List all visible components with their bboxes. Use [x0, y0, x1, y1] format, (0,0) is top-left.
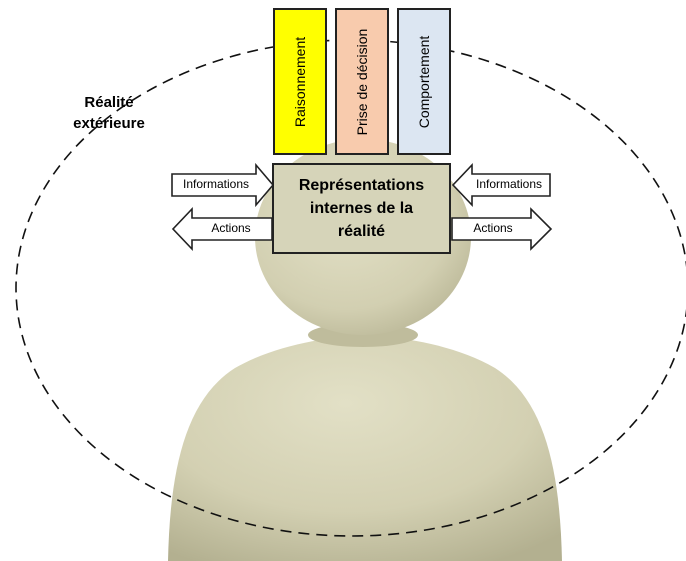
- person-body: [168, 336, 562, 561]
- reality-label-line1: Réalité: [84, 94, 134, 111]
- right-informations-arrow: [451, 162, 551, 208]
- bar-decision-label: Prise de décision: [354, 28, 370, 135]
- left-actions-arrow: [171, 206, 273, 252]
- bar-reasoning: Raisonnement: [273, 8, 327, 155]
- internal-representations-box: Représentations internes de la réalité: [272, 163, 451, 254]
- left-informations-label: Informations: [182, 177, 250, 191]
- bar-behaviour: Comportement: [397, 8, 451, 155]
- reality-label: Réalité extérieure: [54, 92, 164, 134]
- bar-behaviour-label: Comportement: [416, 35, 432, 128]
- reality-label-line2: extérieure: [73, 115, 145, 132]
- left-informations-arrow: [171, 162, 275, 208]
- right-actions-label: Actions: [473, 221, 513, 235]
- right-actions-arrow: [451, 207, 553, 251]
- center-line3: réalité: [337, 223, 386, 240]
- center-line1: Représentations: [298, 177, 425, 194]
- center-line2: internes de la: [309, 200, 414, 217]
- reality-ellipse: [15, 39, 686, 537]
- left-actions-label: Actions: [211, 221, 251, 235]
- bar-decision: Prise de décision: [335, 8, 389, 155]
- bar-reasoning-label: Raisonnement: [292, 36, 308, 127]
- right-informations-label: Informations: [475, 177, 543, 191]
